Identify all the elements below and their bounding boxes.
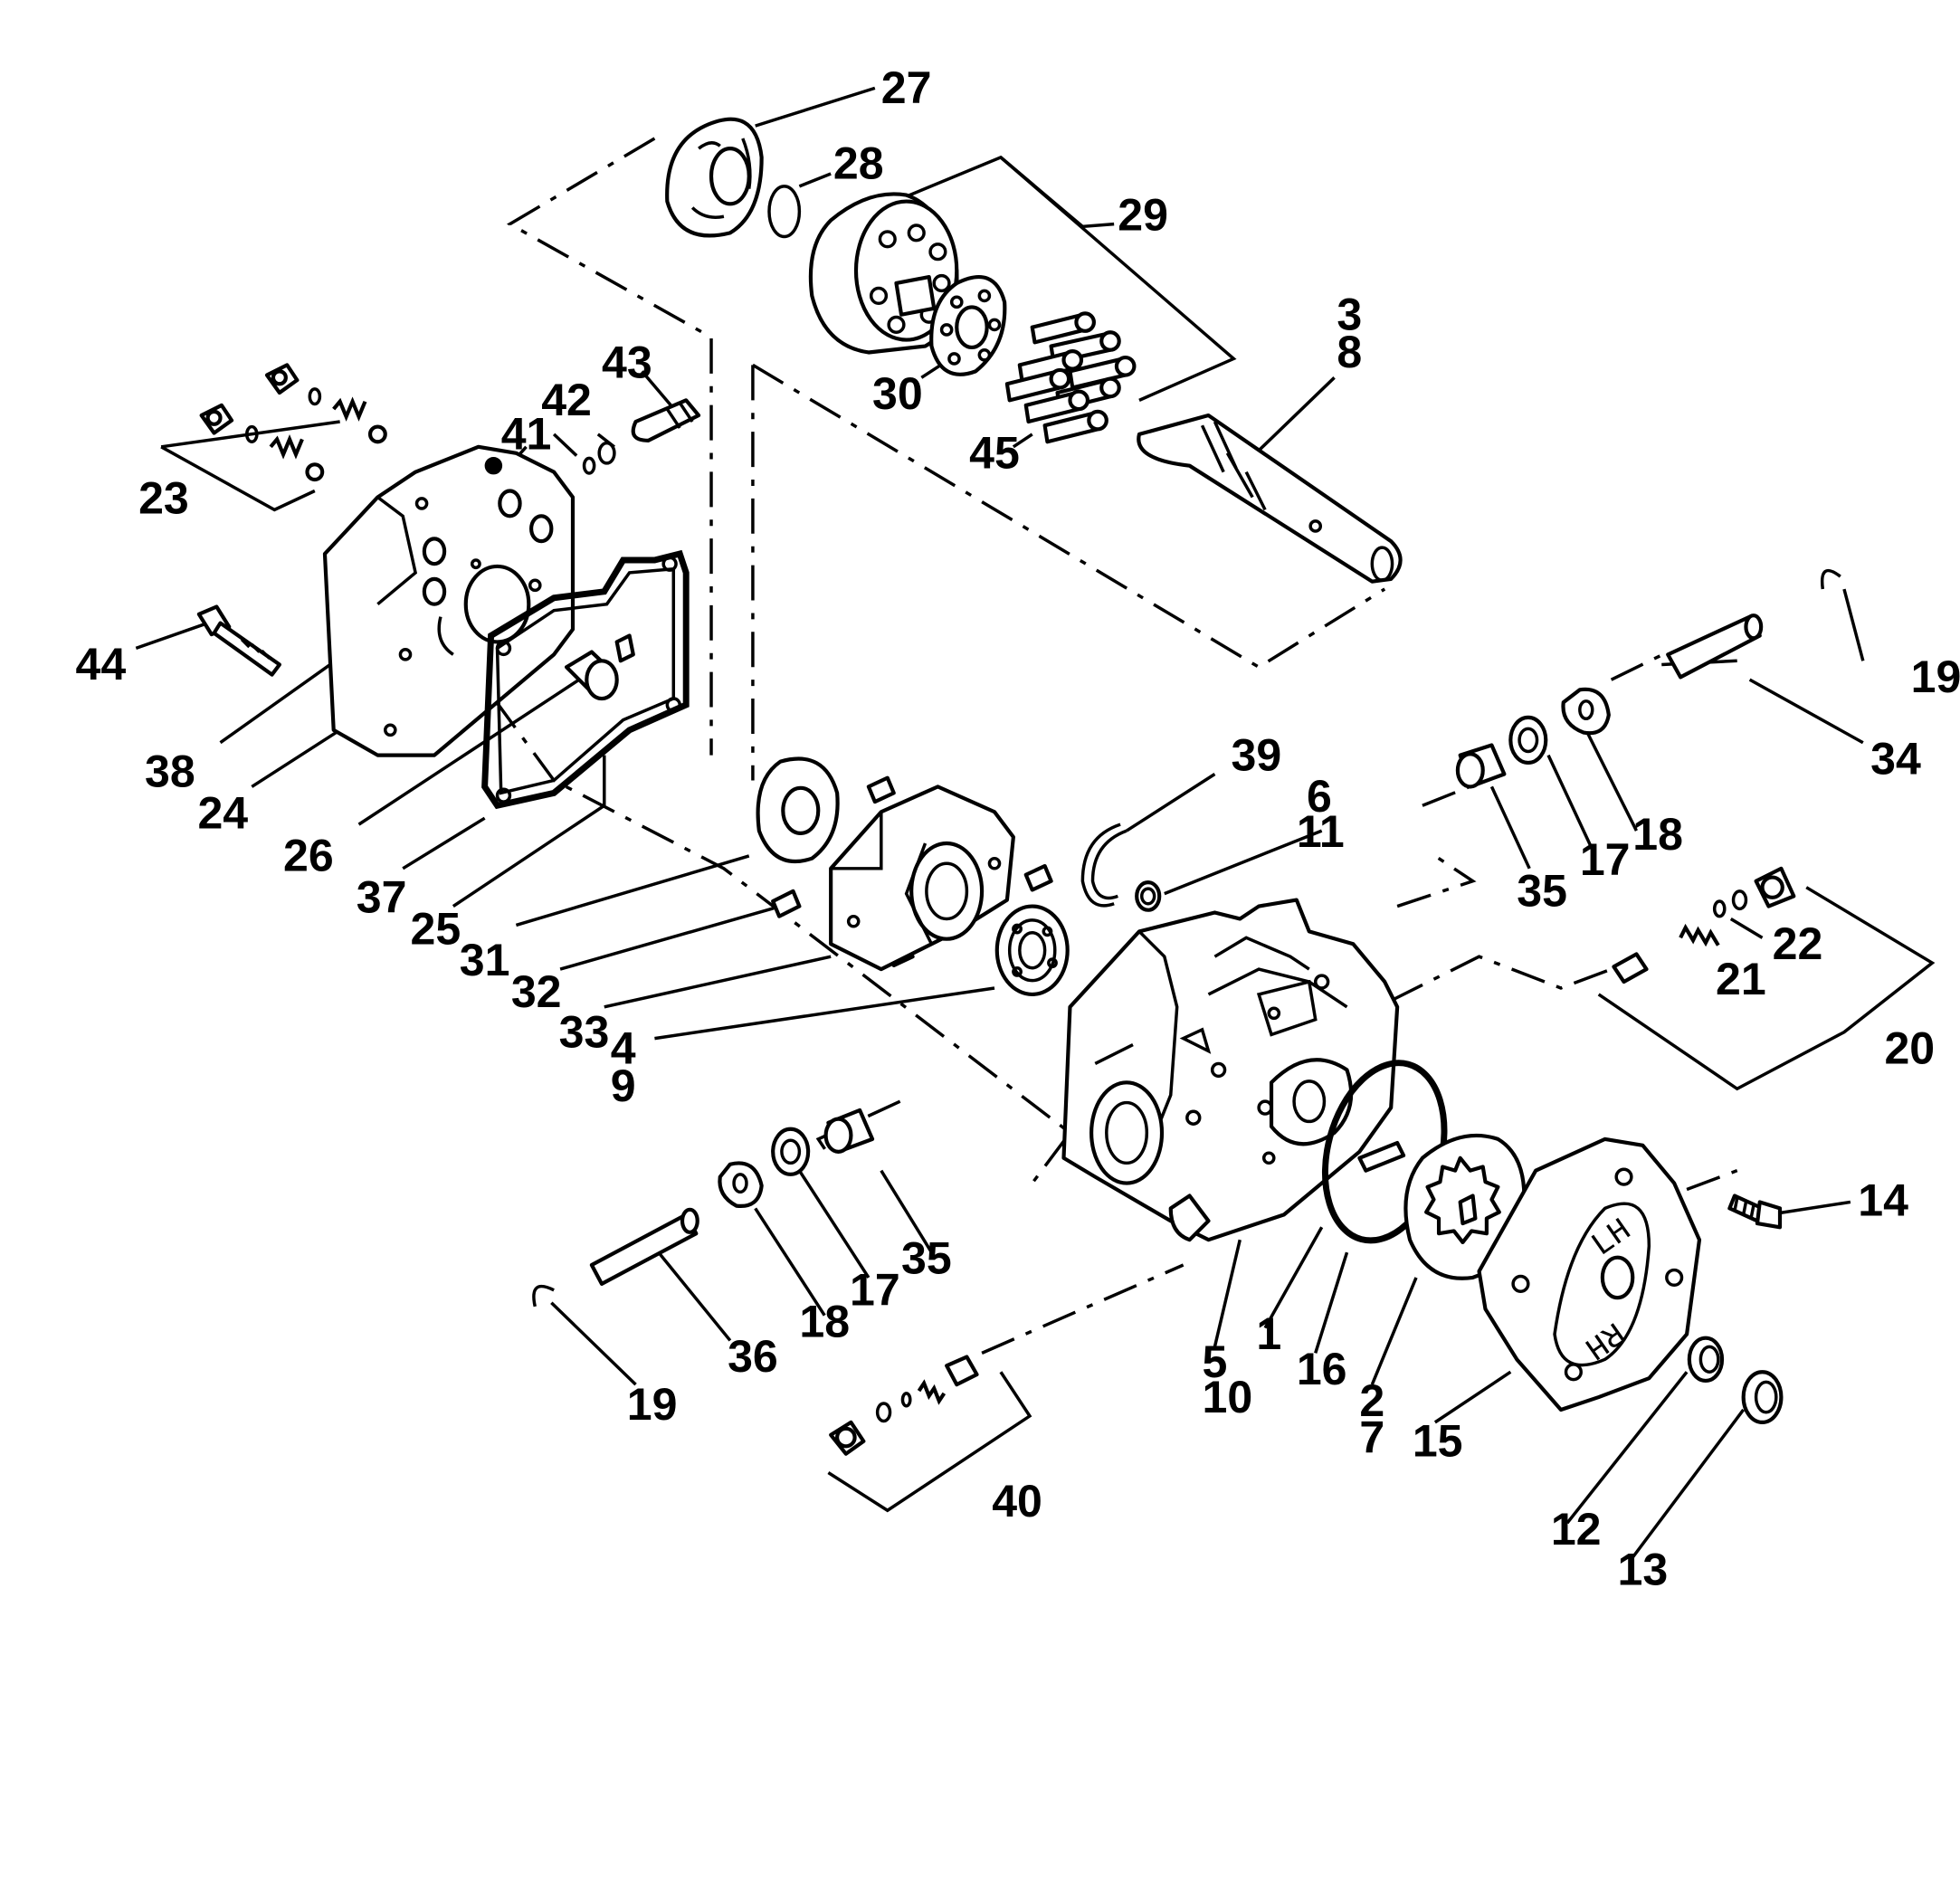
- callout-35-right: 35: [1517, 866, 1567, 917]
- retaining-ring-part-28: [767, 185, 802, 239]
- callout-15: 15: [1413, 1415, 1463, 1466]
- callout-2: 2: [1359, 1375, 1384, 1426]
- callout-39: 39: [1232, 729, 1282, 780]
- callout-41: 41: [501, 409, 552, 460]
- ball-bearing-part-4-9: [994, 904, 1070, 997]
- callout-32: 32: [511, 966, 562, 1017]
- needle-bearing-part-26: [564, 633, 635, 701]
- trunnion-kit-left: [532, 1108, 875, 1308]
- thrust-washer-part-31: [756, 756, 840, 864]
- input-shaft-part-3-8: [1137, 413, 1403, 584]
- callout-40: 40: [992, 1476, 1042, 1526]
- callout-36: 36: [728, 1331, 778, 1382]
- callout-45: 45: [969, 427, 1020, 478]
- callout-14: 14: [1858, 1175, 1908, 1226]
- shaft-seal-part-6-11: [1135, 880, 1162, 912]
- callout-3: 3: [1337, 289, 1362, 339]
- trunnion-kit-right: [1455, 568, 1841, 789]
- relief-valve-part-40: [829, 1355, 979, 1456]
- key-part-1: [1357, 1140, 1406, 1173]
- callout-35-left: 35: [901, 1233, 952, 1284]
- pistons-part-45: [1004, 311, 1137, 444]
- callout-26: 26: [283, 831, 334, 881]
- callout-1: 1: [1256, 1308, 1281, 1359]
- callout-17-right: 17: [1580, 834, 1631, 885]
- callout-8: 8: [1337, 327, 1362, 377]
- callout-19-left: 19: [627, 1379, 678, 1430]
- callout-17-left: 17: [850, 1265, 900, 1316]
- callout-44: 44: [76, 639, 127, 689]
- callout-33: 33: [559, 1006, 610, 1057]
- callout-38: 38: [145, 746, 195, 796]
- callout-18-right: 18: [1632, 809, 1683, 860]
- callout-7: 7: [1359, 1412, 1384, 1462]
- cylinder-block-part-29: [808, 192, 959, 355]
- callout-21: 21: [1716, 954, 1766, 1004]
- callout-31: 31: [460, 935, 510, 985]
- callout-13: 13: [1618, 1544, 1669, 1594]
- callout-5: 5: [1203, 1336, 1228, 1387]
- callout-labels: 27 28 29 3 8 43 42 41 30 45 23 44 38 24 …: [76, 62, 1960, 1594]
- check-fitting-part-43: [631, 398, 701, 442]
- assembly-centerlines: [414, 137, 1738, 1355]
- charge-relief-part-20-22: [1612, 866, 1796, 984]
- main-housing-part-5-10: [1061, 898, 1400, 1242]
- gasket-part-25: [481, 549, 690, 810]
- callout-34: 34: [1870, 733, 1921, 784]
- callout-24: 24: [197, 787, 248, 838]
- snap-ring-part-39: [1080, 823, 1127, 908]
- bearing-part-12: [1687, 1336, 1725, 1384]
- callout-9: 9: [611, 1060, 636, 1111]
- callout-25: 25: [411, 903, 461, 954]
- o-rings-part-42: [582, 441, 616, 475]
- callout-23: 23: [138, 473, 189, 524]
- callout-16: 16: [1297, 1344, 1347, 1394]
- callout-20: 20: [1884, 1022, 1935, 1073]
- callout-29: 29: [1118, 190, 1168, 241]
- screw-part-14: [1727, 1194, 1783, 1230]
- cover-plate-part-15: LH RH: [1477, 1136, 1702, 1412]
- pump-housing-part-33: [829, 785, 1015, 972]
- callout-18-left: 18: [799, 1296, 850, 1346]
- callout-27: 27: [881, 62, 932, 113]
- callout-42: 42: [541, 375, 592, 425]
- retainer-plate-part-30: [929, 274, 1007, 376]
- callout-37: 37: [357, 872, 407, 923]
- seal-part-13: [1741, 1370, 1784, 1424]
- relief-valve-part-23: [199, 363, 387, 482]
- callout-30: 30: [872, 368, 923, 419]
- callout-12: 12: [1551, 1504, 1602, 1555]
- callout-4: 4: [611, 1022, 636, 1073]
- callout-10: 10: [1203, 1372, 1253, 1422]
- callout-6: 6: [1307, 771, 1332, 822]
- callout-22: 22: [1773, 918, 1823, 969]
- end-cap-part-24: [322, 444, 576, 757]
- callout-43: 43: [602, 337, 652, 387]
- port-plate-part-27: [665, 117, 764, 238]
- callout-11: 11: [1297, 806, 1345, 857]
- callout-28: 28: [833, 138, 884, 189]
- bolt-part-44: [196, 604, 281, 677]
- callout-19-right: 19: [1911, 651, 1960, 702]
